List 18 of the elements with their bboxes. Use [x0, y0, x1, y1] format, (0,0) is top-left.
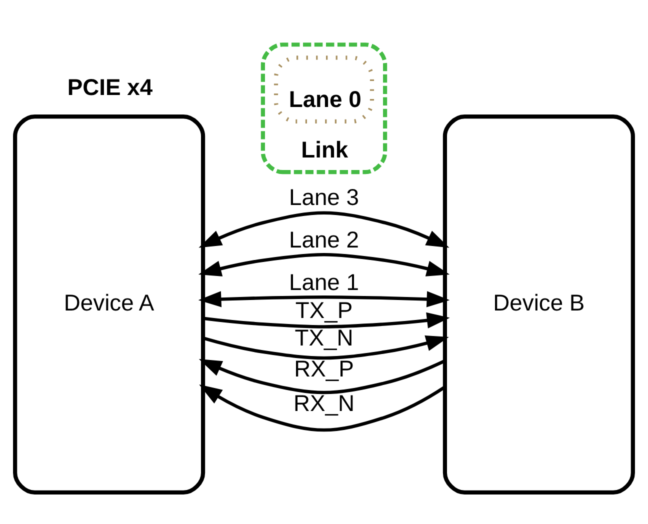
arrow [198, 291, 450, 308]
edge-label: RX_P [294, 356, 354, 382]
arrow [199, 384, 446, 432]
arrow [198, 253, 450, 276]
node-box: Device B [442, 114, 635, 494]
edge-label: TX_N [294, 324, 354, 351]
arrow [198, 358, 446, 394]
edge-label: Lane 2 [289, 226, 359, 253]
edge-label: RX_N [293, 390, 355, 416]
node-box: Lane 0 [274, 56, 374, 124]
edge-label: Lane 3 [289, 184, 359, 210]
arrow [203, 335, 449, 360]
node-box: Device A [13, 114, 206, 494]
label: PCIE x4 [67, 74, 153, 100]
edge-label: Lane 1 [289, 269, 359, 296]
edge-label: TX_P [295, 296, 353, 323]
arrow [202, 312, 450, 328]
arrow [198, 211, 450, 248]
